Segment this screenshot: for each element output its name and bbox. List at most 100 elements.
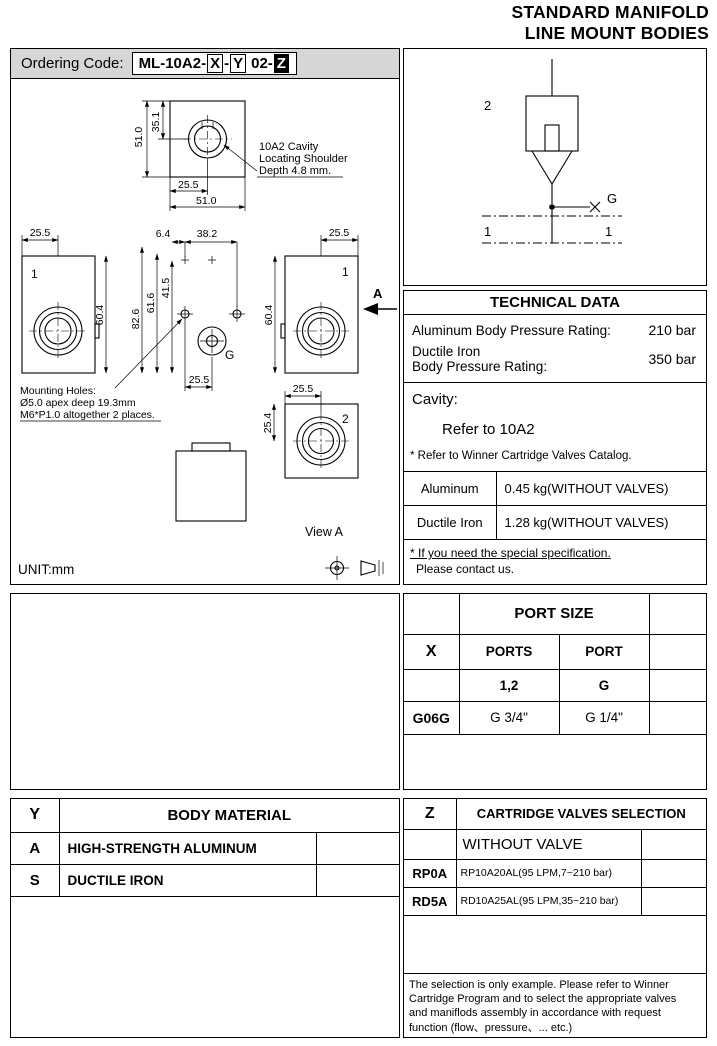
dim-51-left: 51.0 xyxy=(133,127,145,148)
port-size-title: PORT SIZE xyxy=(459,594,650,635)
cartridge-valves-table: Z CARTRIDGE VALVES SELECTION WITHOUT VAL… xyxy=(404,799,706,916)
view-a: 2 25.5 25.4 View A xyxy=(262,383,359,539)
empty-cell xyxy=(641,887,706,916)
cavity-label: Cavity: xyxy=(412,391,458,408)
material-code: A xyxy=(11,832,60,865)
valve-description: RP10A20AL(95 LPM,7~210 bar) xyxy=(456,859,642,888)
table-row: A HIGH-STRENGTH ALUMINUM xyxy=(11,832,399,865)
page-title: STANDARD MANIFOLD LINE MOUNT BODIES xyxy=(512,2,710,44)
empty-cell xyxy=(649,634,706,670)
manifold-technical-drawing: 51.0 35.1 25.5 51.0 10A2 Cavity Locating… xyxy=(18,100,397,580)
port-1-left-label: 1 xyxy=(31,267,38,281)
dim-60-4-left: 60.4 xyxy=(94,305,106,326)
empty-cell xyxy=(316,864,399,897)
top-view-dimensions: 51.0 35.1 25.5 51.0 xyxy=(133,100,246,211)
empty-cell xyxy=(316,832,399,865)
dim-82-6: 82.6 xyxy=(130,309,142,330)
callout-line1: 10A2 Cavity xyxy=(259,141,319,153)
drawing-panel: Ordering Code: ML-10A2- X - Y 02- Z xyxy=(10,48,400,585)
empty-cell xyxy=(404,829,457,860)
view-a-arrow-label: A xyxy=(373,286,383,301)
dim-6-4: 6.4 xyxy=(156,228,171,240)
ordering-code-dash: - xyxy=(224,55,230,72)
ports-sub-header: 1,2 xyxy=(459,669,560,702)
valve-code: RP0A xyxy=(404,859,457,888)
side-view xyxy=(175,442,247,522)
port-header: PORT xyxy=(559,634,650,670)
view-a-arrowhead xyxy=(363,303,378,315)
dim-25-5-top: 25.5 xyxy=(178,179,199,191)
ordering-code-mid: 02- xyxy=(251,55,273,72)
front-view-right-block: 1 25.5 60.4 A xyxy=(263,227,397,374)
port-1-right-label: 1 xyxy=(342,265,349,279)
cartridge-note-line2: Cartridge Program and to select the appr… xyxy=(409,993,677,1006)
cartridge-title: CARTRIDGE VALVES SELECTION xyxy=(456,799,706,830)
technical-data-title: TECHNICAL DATA xyxy=(404,291,706,315)
port-value: G 1/4" xyxy=(559,701,650,735)
port-sub-header: G xyxy=(559,669,650,702)
valve-description: RD10A25AL(95 LPM,35~210 bar) xyxy=(456,887,642,916)
gauge-port-label: G xyxy=(225,348,234,362)
table-row: RD5A RD10A25AL(95 LPM,35~210 bar) xyxy=(404,887,706,916)
table-row: RP0A RP10A20AL(95 LPM,7~210 bar) xyxy=(404,859,706,888)
ordering-code-x: X xyxy=(207,53,224,74)
tech-divider xyxy=(404,382,706,383)
cartridge-key: Z xyxy=(404,799,457,830)
ordering-code-prefix: ML-10A2- xyxy=(138,55,207,72)
weight-table: Aluminum 0.45 kg(WITHOUT VALVES) Ductile… xyxy=(404,471,706,540)
ports-header: PORTS xyxy=(459,634,560,670)
symbol-port-1-right: 1 xyxy=(605,224,612,239)
dim-25-5-left-block: 25.5 xyxy=(30,227,51,239)
weight-value: 0.45 kg(WITHOUT VALVES) xyxy=(496,471,706,506)
front-view-left-block: 1 25.5 60.4 xyxy=(21,227,109,374)
tech-footnote-line1: * If you need the special specification. xyxy=(410,546,611,560)
pressure-ductile-label: Ductile Iron Body Pressure Rating: xyxy=(412,344,548,374)
material-code: S xyxy=(11,864,60,897)
ordering-code-z: Z xyxy=(273,53,289,74)
weight-material: Ductile Iron xyxy=(404,505,497,540)
empty-cell xyxy=(404,669,460,702)
table-row: G06G G 3/4" G 1/4" xyxy=(404,701,706,735)
dim-35-1: 35.1 xyxy=(150,112,162,133)
table-row: Y BODY MATERIAL xyxy=(11,799,399,833)
cartridge-note-line4: function (flow、pressure、... etc.) xyxy=(409,1021,573,1034)
symbol-port-1-left: 1 xyxy=(484,224,491,239)
body-material-table: Y BODY MATERIAL A HIGH-STRENGTH ALUMINUM… xyxy=(11,799,399,897)
dim-25-5-view: 25.5 xyxy=(293,383,314,395)
cartridge-note-line1: The selection is only example. Please re… xyxy=(409,978,669,991)
callout-line3: Depth 4.8 mm. xyxy=(259,165,331,177)
mounting-note-line2: Ø5.0 apex deep 19.3mm xyxy=(20,397,136,409)
crosshair-symbol xyxy=(325,556,349,580)
ordering-code-value: ML-10A2- X - Y 02- Z xyxy=(131,51,297,76)
table-row: WITHOUT VALVE xyxy=(404,829,706,860)
pressure-rating-ductile: Ductile Iron Body Pressure Rating: 350 b… xyxy=(412,344,698,374)
cavity-callout: 10A2 Cavity Locating Shoulder Depth 4.8 … xyxy=(223,141,348,178)
empty-cell xyxy=(649,594,706,635)
port-code: G06G xyxy=(404,701,460,735)
projection-symbol xyxy=(360,560,384,576)
port-size-panel: PORT SIZE X PORTS PORT 1,2 G G06G G 3/4"… xyxy=(403,593,707,790)
empty-cell xyxy=(649,701,706,735)
mounting-note-line1: Mounting Holes: xyxy=(20,385,96,397)
body-material-panel: Y BODY MATERIAL A HIGH-STRENGTH ALUMINUM… xyxy=(10,798,400,1038)
dim-41-5: 41.5 xyxy=(160,278,172,299)
material-name: DUCTILE IRON xyxy=(59,864,317,897)
table-row: Ductile Iron 1.28 kg(WITHOUT VALVES) xyxy=(404,505,706,540)
weight-material: Aluminum xyxy=(404,471,497,506)
ordering-code-label: Ordering Code: xyxy=(21,55,124,72)
symbol-gauge: G xyxy=(607,191,617,206)
material-name: HIGH-STRENGTH ALUMINUM xyxy=(59,832,317,865)
table-row: Aluminum 0.45 kg(WITHOUT VALVES) xyxy=(404,471,706,506)
port-size-table: PORT SIZE X PORTS PORT 1,2 G G06G G 3/4"… xyxy=(404,594,706,735)
front-view-middle: 6.4 38.2 82.6 61.6 41.5 xyxy=(130,228,245,391)
dim-38-2: 38.2 xyxy=(197,228,218,240)
pressure-aluminum-label: Aluminum Body Pressure Rating: xyxy=(412,322,611,338)
table-row: X PORTS PORT xyxy=(404,634,706,670)
body-material-key: Y xyxy=(11,799,60,833)
pressure-ductile-value: 350 bar xyxy=(648,351,696,367)
dim-25-4-view: 25.4 xyxy=(262,413,274,434)
ports-value: G 3/4" xyxy=(459,701,560,735)
page-title-line1: STANDARD MANIFOLD xyxy=(511,2,709,22)
dim-61-6: 61.6 xyxy=(145,293,157,314)
body-material-title: BODY MATERIAL xyxy=(59,799,399,833)
